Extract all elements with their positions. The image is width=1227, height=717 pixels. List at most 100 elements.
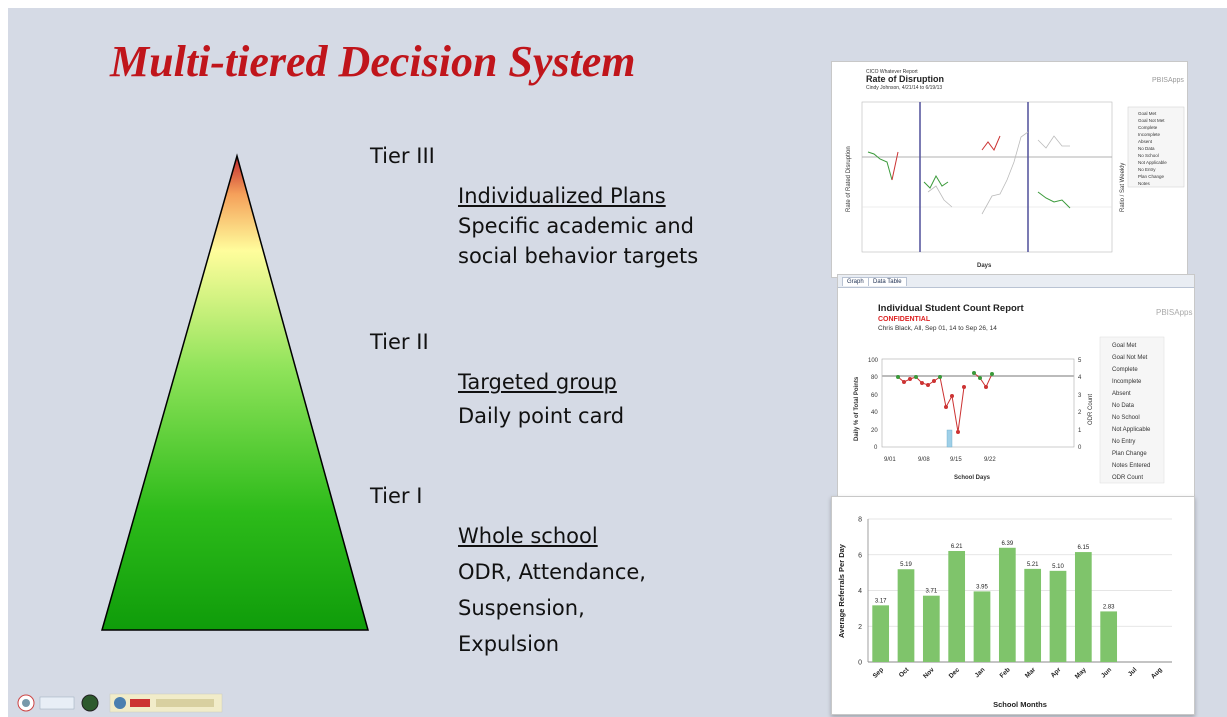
bar-jan — [973, 591, 991, 662]
bar-value-label: 6.15 — [1077, 545, 1089, 551]
svg-text:60: 60 — [871, 393, 878, 399]
svg-text:Not Applicable: Not Applicable — [1112, 427, 1151, 433]
svg-text:Notes Entered: Notes Entered — [1112, 463, 1150, 469]
bar-value-label: 5.10 — [1052, 564, 1064, 570]
footer-logos — [17, 693, 223, 713]
bar-value-label: 6.39 — [1001, 541, 1013, 547]
bar-value-label: 3.17 — [875, 598, 887, 604]
svg-text:4: 4 — [1078, 375, 1082, 381]
y-tick-label: 4 — [858, 588, 862, 595]
svg-text:0: 0 — [874, 445, 878, 451]
svg-text:5: 5 — [1078, 358, 1082, 364]
svg-text:Absent: Absent — [1112, 391, 1131, 397]
tab-data-table[interactable]: Data Table — [868, 277, 907, 286]
report1-ylabel-left: Rate of Rated Disruption — [846, 146, 852, 212]
svg-text:Incomplete: Incomplete — [1138, 132, 1161, 137]
bar-apr — [1049, 570, 1067, 662]
svg-text:No School: No School — [1138, 153, 1159, 158]
average-referrals-chart: 0 2 4 6 8 3.17 5.19 3.71 6.21 3.95 6.39 5.21 5.10 6.… — [837, 517, 1172, 709]
y-tick-label: 6 — [858, 552, 862, 559]
x-tick-label: Jul — [1127, 666, 1139, 678]
bar-dec — [948, 550, 966, 662]
student-count-report: Graph Data Table Individual Student Coun… — [837, 274, 1195, 500]
report1-legend — [1127, 106, 1185, 188]
x-tick-label: Feb — [999, 666, 1012, 679]
bar-value-label: 3.95 — [976, 584, 988, 590]
report2-title: Individual Student Count Report — [878, 303, 1024, 314]
rate-of-disruption-report: CICO Whatever Report Rate of Disruption … — [831, 61, 1188, 278]
bar-mar — [1024, 568, 1042, 662]
svg-text:ODR Count: ODR Count — [1112, 475, 1143, 481]
report1-small-title: CICO Whatever Report — [866, 69, 918, 75]
tab-graph[interactable]: Graph — [842, 277, 869, 286]
bar-value-label: 3.71 — [925, 589, 937, 595]
tier-1-heading: Whole school — [458, 524, 598, 548]
x-tick-label: Sep — [872, 666, 885, 679]
tier-1-line-1: ODR, Attendance, — [458, 560, 646, 584]
report1-ylabel-right: Ratio / Sat Weekly — [1120, 163, 1126, 212]
bar-chart-xlabel: School Months — [993, 700, 1047, 709]
x-tick-label: Jun — [1100, 666, 1113, 679]
svg-text:Complete: Complete — [1138, 125, 1158, 130]
svg-text:Notes: Notes — [1138, 181, 1151, 186]
sponsor-logo-2 — [39, 696, 75, 710]
svg-text:3: 3 — [1078, 393, 1082, 399]
report2-legend — [1099, 336, 1165, 484]
tier-2-line-1: Daily point card — [458, 404, 625, 428]
svg-text:Incomplete: Incomplete — [1112, 379, 1142, 385]
report2-confidential: CONFIDENTIAL — [878, 316, 931, 323]
tier-3-heading: Individualized Plans — [458, 184, 666, 208]
report2-xlabel: School Days — [954, 475, 991, 481]
svg-text:40: 40 — [871, 410, 878, 416]
bar-oct — [897, 569, 915, 662]
svg-text:Not Applicable: Not Applicable — [1138, 160, 1167, 165]
slide: Multi-tiered Decision System Tier III In… — [8, 8, 1227, 717]
svg-text:No Entry: No Entry — [1112, 439, 1135, 445]
svg-text:Complete: Complete — [1112, 367, 1138, 373]
report2-logo: PBISApps — [1156, 308, 1192, 317]
bar-jun — [1100, 611, 1118, 662]
svg-text:Absent: Absent — [1138, 139, 1153, 144]
y-tick-label: 2 — [858, 624, 862, 631]
svg-text:Goal Not Met: Goal Not Met — [1112, 355, 1148, 361]
bar-feb — [998, 547, 1016, 662]
bar-may — [1074, 552, 1092, 662]
x-tick-label: Nov — [922, 666, 936, 680]
student-count-chart: Individual Student Count Report CONFIDEN… — [854, 303, 1192, 484]
x-tick-label: May — [1074, 666, 1088, 680]
svg-text:80: 80 — [871, 375, 878, 381]
svg-text:Goal Met: Goal Met — [1138, 111, 1157, 116]
x-tick-label: Dec — [948, 666, 962, 680]
svg-text:9/01: 9/01 — [884, 457, 896, 463]
x-tick-label: Jan — [974, 666, 987, 679]
report1-xlabel: Days — [977, 263, 992, 269]
bar-value-label: 2.83 — [1103, 604, 1115, 610]
bar-value-label: 5.21 — [1027, 562, 1039, 568]
svg-text:No Entry: No Entry — [1138, 167, 1156, 172]
svg-text:9/15: 9/15 — [950, 457, 962, 463]
svg-text:Goal Met: Goal Met — [1112, 343, 1137, 349]
tier-pyramid — [101, 153, 369, 631]
bar-chart-ylabel: Average Referrals Per Day — [837, 543, 846, 638]
x-tick-label: Mar — [1024, 666, 1037, 679]
x-tick-label: Aug — [1150, 666, 1164, 680]
tier-1-line-3: Expulsion — [458, 632, 560, 656]
bar-nov — [922, 595, 940, 662]
bar-value-label: 5.19 — [900, 562, 912, 568]
y-tick-label: 8 — [858, 517, 862, 524]
report2-y-ticks: 100 80 60 40 20 0 — [868, 358, 879, 451]
tier-2-label: Tier II — [370, 330, 429, 354]
svg-text:Goal Not Met: Goal Not Met — [1138, 118, 1165, 123]
report1-logo: PBISApps — [1152, 77, 1184, 84]
x-tick-label: Oct — [898, 666, 911, 679]
tier-1-line-2: Suspension, — [458, 596, 585, 620]
report2-ylabel-right: ODR Count — [1088, 394, 1094, 425]
y-tick-label: 0 — [858, 660, 862, 667]
report2-ylabel-left: Daily % of Total Points — [854, 376, 860, 441]
svg-text:No Data: No Data — [1112, 403, 1135, 409]
svg-text:0: 0 — [1078, 445, 1082, 451]
tier-3-line-1: Specific academic and — [458, 214, 694, 238]
svg-text:1: 1 — [1078, 428, 1082, 434]
bar-value-label: 6.21 — [951, 544, 963, 550]
tier-3-line-2: social behavior targets — [458, 244, 699, 268]
